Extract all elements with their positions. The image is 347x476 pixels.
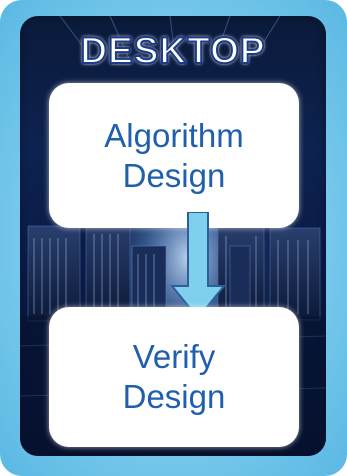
algorithm-design-box: Algorithm Design (49, 83, 299, 228)
diagram-title: DESKTOP (79, 29, 266, 72)
desktop-panel: DESKTOP Algorithm Design Verify Design (20, 16, 326, 456)
verify-design-label: Verify Design (122, 338, 226, 415)
algorithm-design-label: Algorithm Design (104, 116, 244, 194)
down-arrow-icon (169, 212, 227, 320)
verify-design-box: Verify Design (49, 307, 299, 447)
